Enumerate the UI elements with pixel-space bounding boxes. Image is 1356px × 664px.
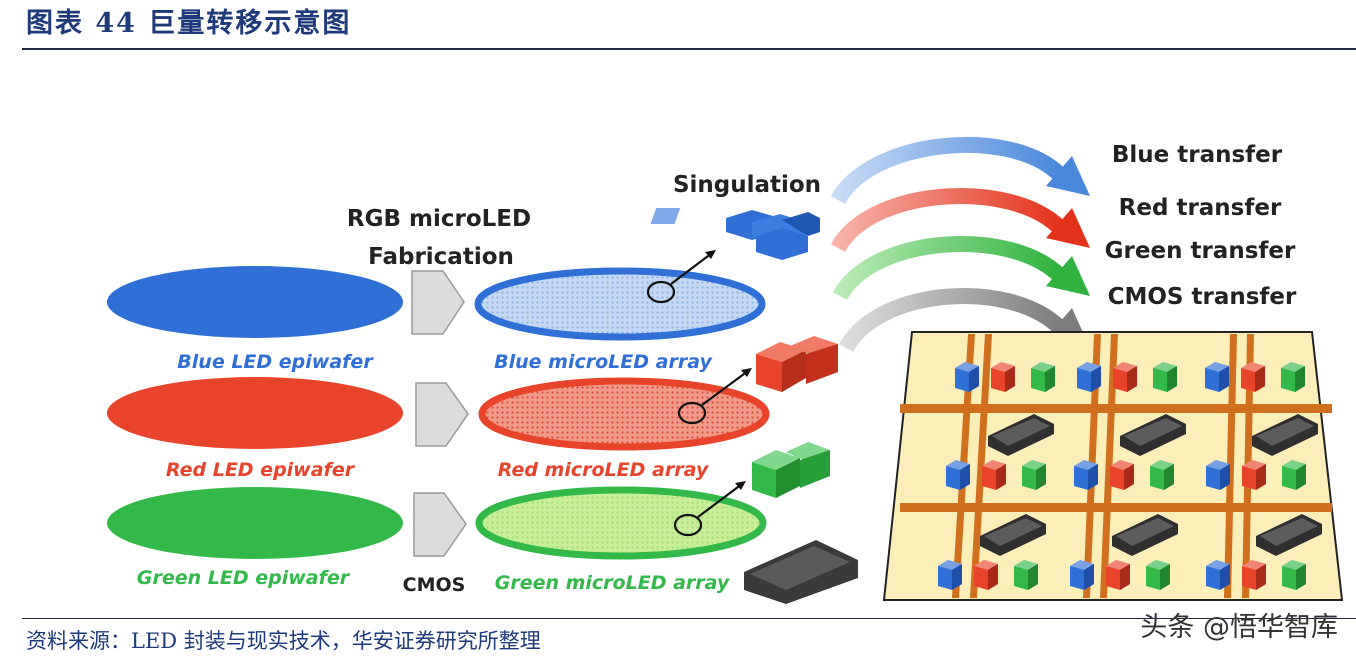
green-epiwafer-label: Green LED epiwafer: [137, 567, 351, 589]
blue-microled-array: [474, 267, 766, 341]
fabrication-label-line2: Fabrication: [368, 244, 514, 270]
red-singulated-chips: [756, 336, 838, 392]
cmos-transfer-label: CMOS transfer: [1108, 284, 1297, 310]
blue-transfer-arrow: [830, 136, 1090, 205]
fabrication-label-line1: RGB microLED: [347, 206, 531, 232]
blue-pointer-arrowhead: [705, 250, 716, 259]
green-transfer-label: Green transfer: [1105, 238, 1296, 264]
green-zoom-pointer: [673, 483, 743, 537]
green-pointer-arrowhead: [735, 481, 746, 490]
blue-singulated-chips: [650, 208, 820, 260]
red-epiwafer-label: Red LED epiwafer: [166, 459, 356, 481]
red-transfer-label: Red transfer: [1119, 195, 1282, 221]
watermark: 头条 @悟华智库: [1140, 612, 1338, 643]
figure-title: 图表 44 巨量转移示意图: [26, 8, 352, 39]
green-transfer-arrow: [832, 236, 1090, 301]
footer-divider: [22, 618, 1356, 619]
source-note: 资料来源：LED 封装与现实技术，华安证券研究所整理: [26, 629, 541, 653]
blue-transfer-label: Blue transfer: [1112, 142, 1283, 168]
cmos-chip: [744, 540, 858, 604]
red-pointer-arrowhead: [741, 368, 752, 377]
red-zoom-pointer: [677, 370, 749, 425]
cmos-stage-label: CMOS: [403, 574, 466, 596]
green-array-label: Green microLED array: [495, 572, 731, 594]
singulation-label: Singulation: [673, 172, 821, 198]
blue-epiwafer-label: Blue LED epiwafer: [177, 351, 374, 373]
process-chevron-blue: [411, 270, 465, 335]
process-chevron-green: [413, 492, 467, 557]
red-array-label: Red microLED array: [498, 459, 710, 481]
blue-array-label: Blue microLED array: [494, 351, 713, 373]
backplane-traces: [900, 334, 1332, 598]
green-microled-array: [475, 486, 767, 560]
green-singulated-chips: [752, 442, 830, 498]
blue-zoom-pointer: [646, 252, 713, 304]
green-epiwafer: [107, 487, 403, 559]
backplane-devices: [938, 362, 1322, 590]
red-microled-array: [478, 377, 770, 451]
title-divider: [22, 48, 1356, 50]
red-epiwafer: [107, 377, 403, 449]
process-chevron-red: [415, 382, 469, 447]
red-transfer-arrow: [830, 188, 1090, 253]
blue-epiwafer: [107, 266, 403, 338]
